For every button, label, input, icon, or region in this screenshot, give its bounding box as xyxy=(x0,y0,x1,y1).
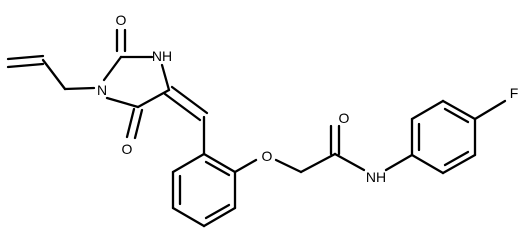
allyl-group xyxy=(6,54,96,91)
bond-allyl-vinyl-ch2 xyxy=(41,58,67,91)
bond-c4-c5 xyxy=(136,88,171,109)
bond-c5-n xyxy=(105,96,140,109)
bond-fring-c5-c6 xyxy=(441,153,477,175)
bond-ring-ether-o xyxy=(233,158,258,174)
bond-ring-inner-1 xyxy=(204,160,231,177)
atom-labels: O NH N O O O NH F xyxy=(97,12,518,185)
bond-c5-oxo-b xyxy=(133,108,144,140)
bond-carbonyl-nh xyxy=(333,152,366,172)
methylidene-linker xyxy=(163,85,209,156)
bond-fring-inner-2 xyxy=(443,107,470,124)
bond-c4-ch-double-b xyxy=(170,85,209,115)
bond-nh-aryl xyxy=(384,153,414,172)
bond-allyl-ch2-n xyxy=(63,86,96,91)
bond-ring-c4-c5 xyxy=(171,206,206,228)
bond-ring-fluorine xyxy=(473,99,507,121)
oxyacetamide-chain xyxy=(233,124,414,174)
atom-label-fluorine: F xyxy=(510,85,519,101)
benzene-ring-central xyxy=(171,152,237,228)
atom-label-ether-o: O xyxy=(262,148,273,164)
bond-n-c2 xyxy=(102,55,123,82)
atom-label-n-ring: N xyxy=(97,82,107,98)
bond-fring-c2-c3 xyxy=(410,99,445,121)
bond-c4-ch-double-a xyxy=(163,92,202,122)
bond-ring-c1-c2 xyxy=(202,152,237,174)
hydantoin-ring xyxy=(102,28,171,140)
bond-ring-c3-c4 xyxy=(202,206,237,228)
bond-fring-inner-3 xyxy=(443,150,470,167)
bond-ring-inner-2 xyxy=(204,203,231,220)
bond-fring-c3-c4 xyxy=(441,99,477,121)
fluorophenyl-ring xyxy=(410,99,507,175)
atom-label-oxo-bottom: O xyxy=(122,141,133,157)
atom-label-nh-ring: NH xyxy=(152,48,172,64)
bond-nh-c4 xyxy=(160,63,171,92)
bond-c5-oxo-a xyxy=(125,107,136,139)
bond-ether-o-ch2 xyxy=(274,158,303,174)
atom-label-oxo-top: O xyxy=(116,12,127,28)
bond-allyl-terminal-double-a xyxy=(6,54,45,61)
atom-label-amide-o: O xyxy=(339,110,350,126)
bond-ring-c6-c1 xyxy=(171,152,206,174)
bond-fring-c6-c1 xyxy=(410,153,445,175)
bond-ch2-carbonyl xyxy=(299,152,337,174)
bond-allyl-terminal-double-b xyxy=(6,62,45,69)
atom-label-amide-nh: NH xyxy=(366,169,386,185)
